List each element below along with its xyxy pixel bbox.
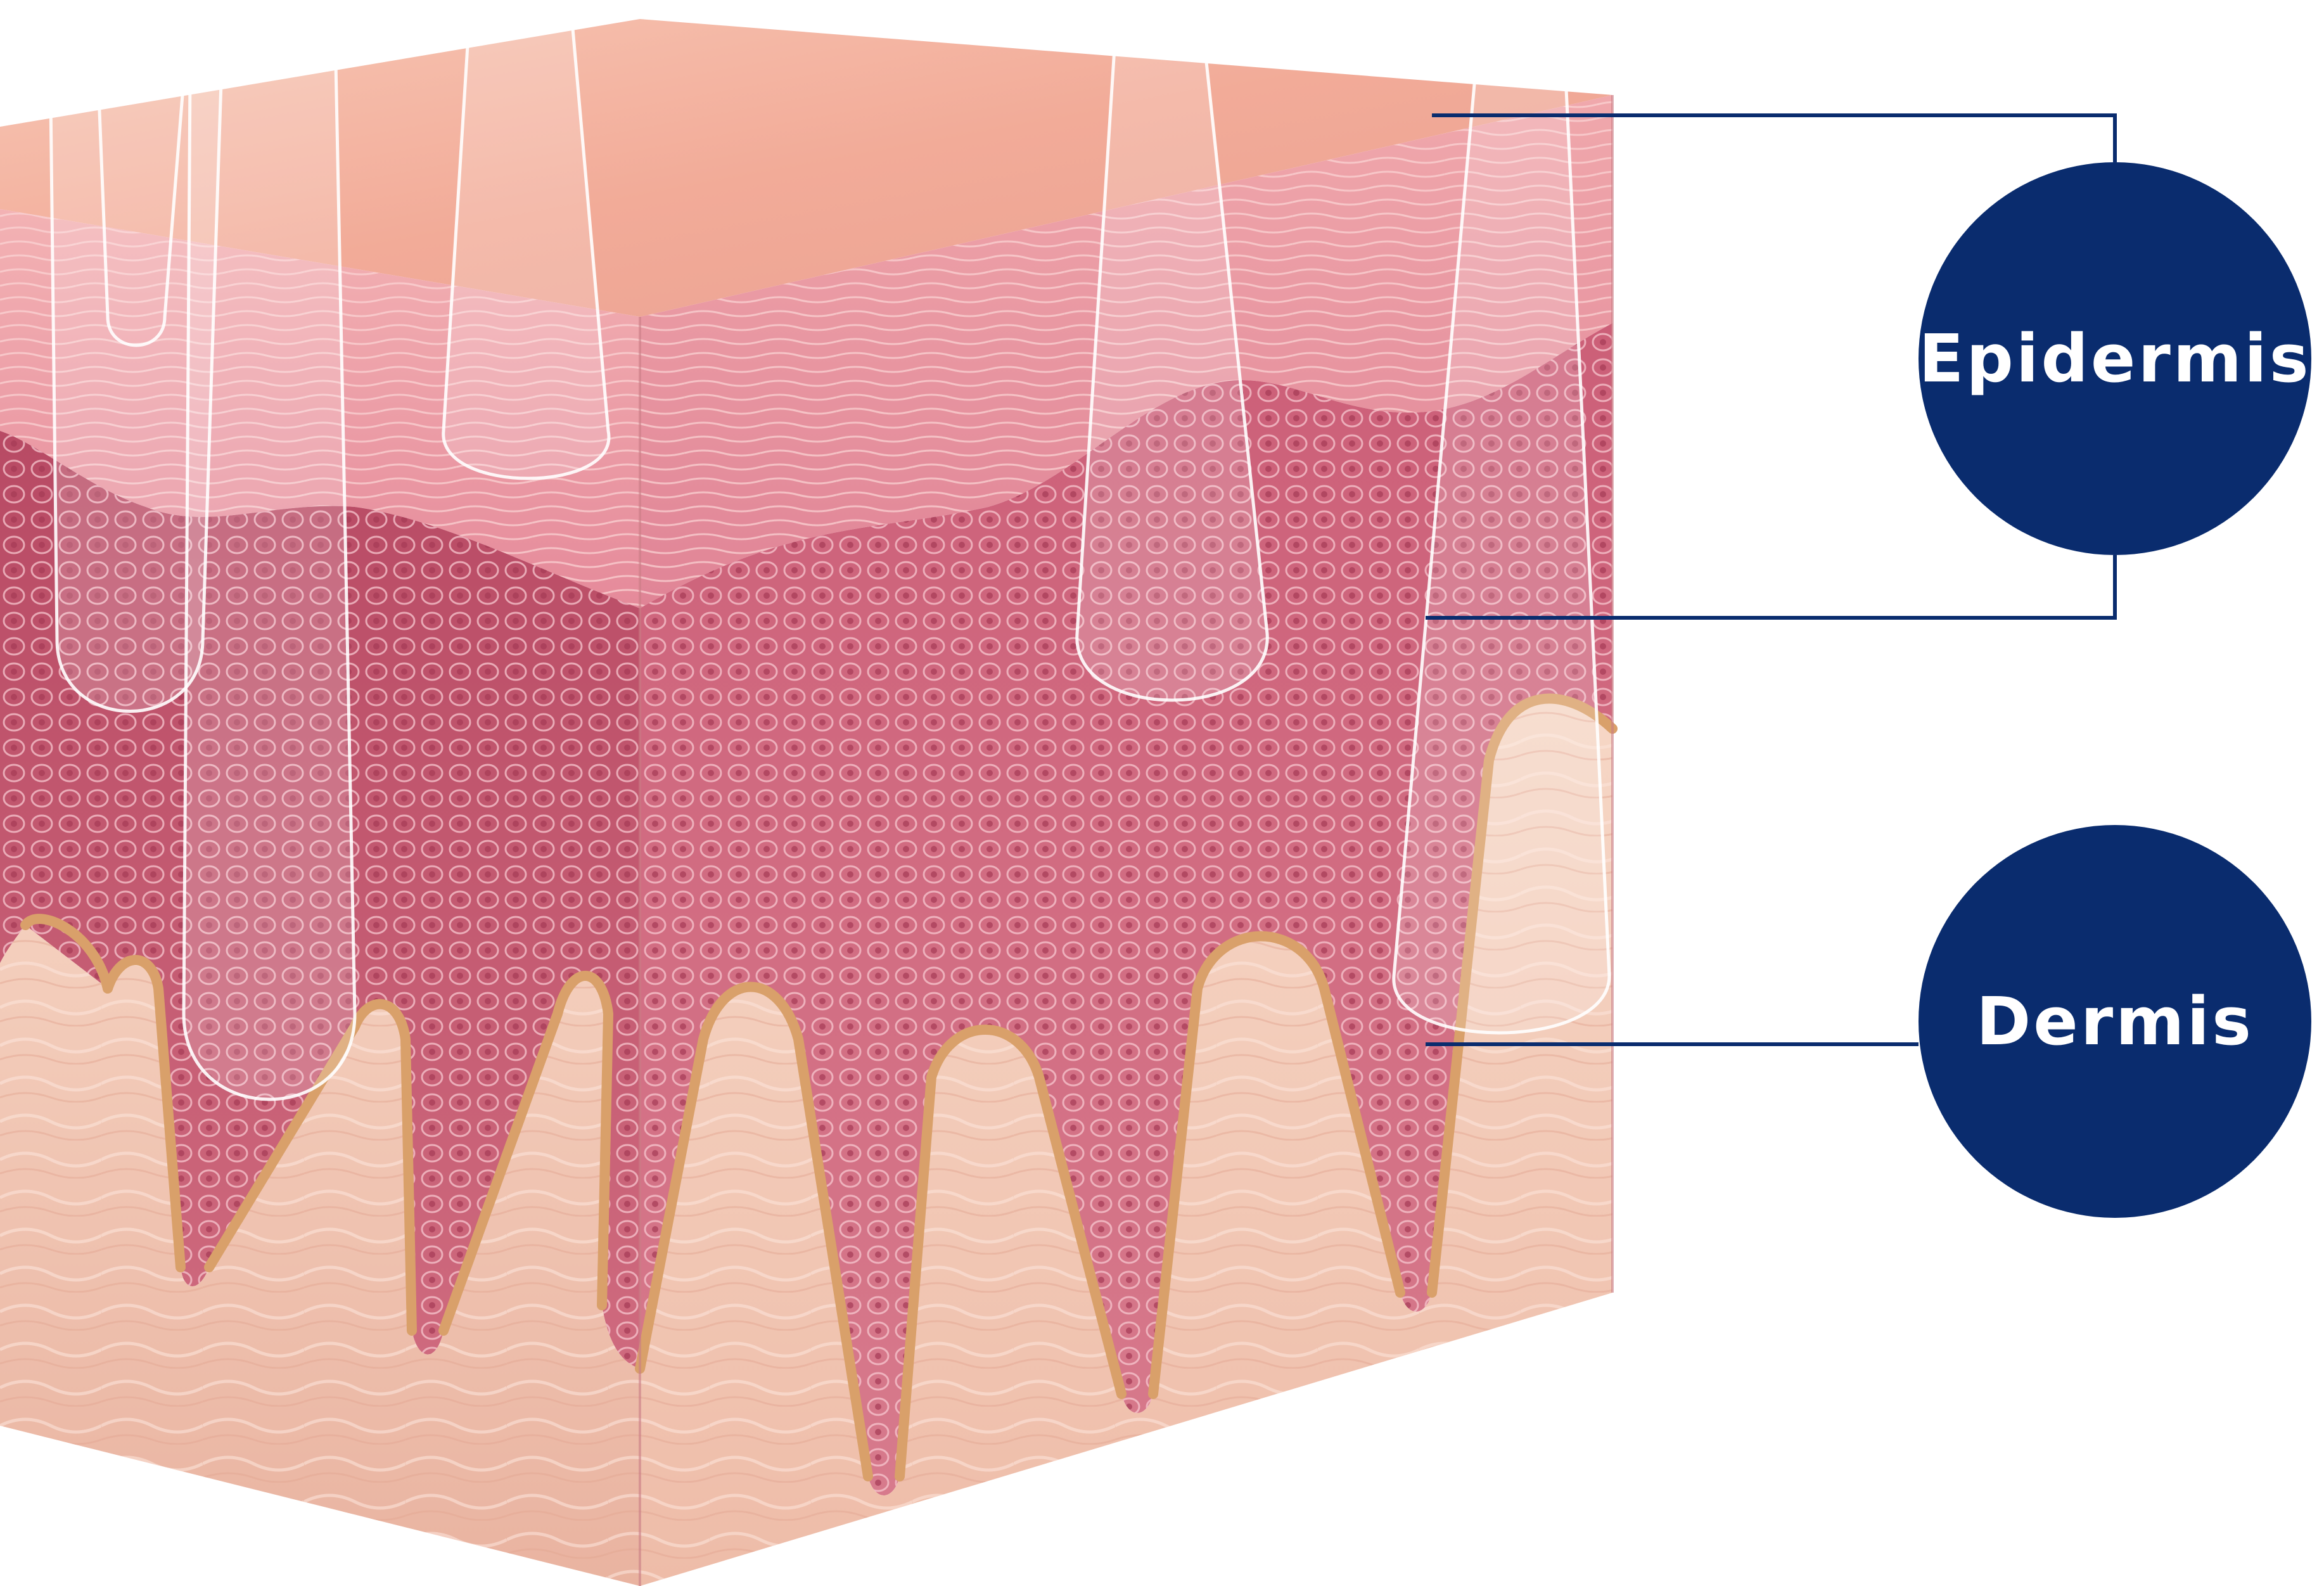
epidermis-label-circle: Epidermis bbox=[1919, 162, 2311, 555]
hair-follicle-3 bbox=[184, 63, 355, 1099]
dermis-label: Dermis bbox=[1976, 983, 2254, 1060]
dermis-label-circle: Dermis bbox=[1919, 825, 2311, 1218]
epidermis-label: Epidermis bbox=[1919, 320, 2311, 397]
